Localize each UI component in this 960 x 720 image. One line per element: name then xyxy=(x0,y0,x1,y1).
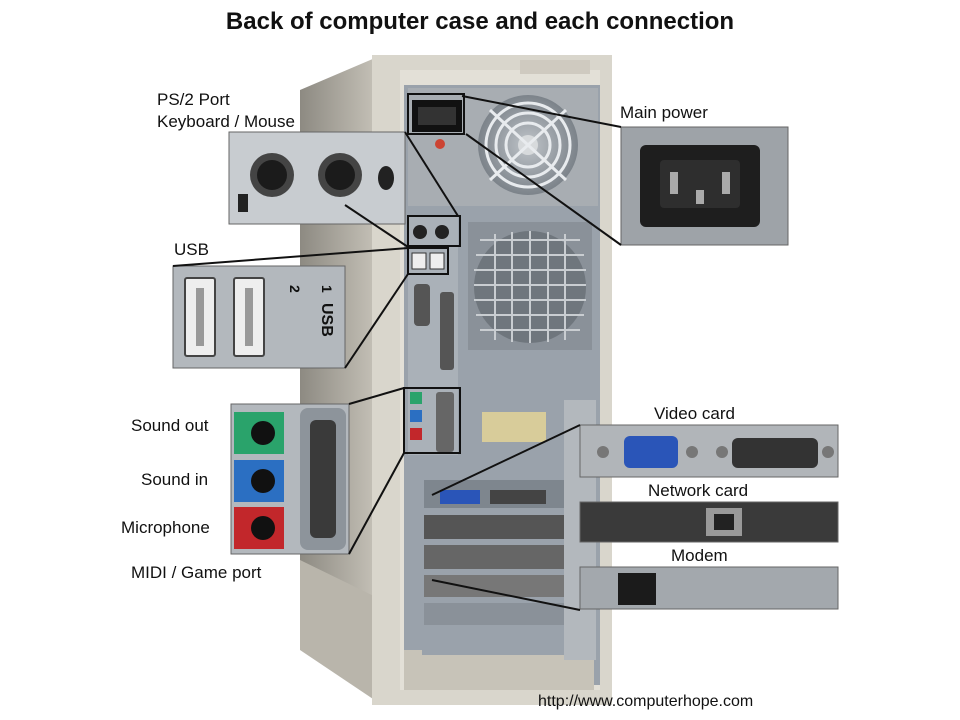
diagram-title: Back of computer case and each connectio… xyxy=(225,8,735,35)
midi-game-label: MIDI / Game port xyxy=(131,563,262,582)
main-power-inset xyxy=(620,126,789,246)
usb-panel-port2: 2 xyxy=(287,285,303,293)
usb-inset: USB 1 2 xyxy=(172,265,346,369)
ps2-label-line2: Keyboard / Mouse xyxy=(157,112,295,131)
modem-inset xyxy=(579,566,839,610)
network-card-label: Network card xyxy=(648,481,749,500)
source-url: http://www.computerhope.com xyxy=(538,693,754,710)
sound-in-label: Sound in xyxy=(141,470,209,489)
dvi-port xyxy=(732,438,818,468)
highlight-boxes xyxy=(403,93,465,454)
ps2-label-line1: PS/2 Port xyxy=(157,90,230,109)
vga-port xyxy=(624,436,678,468)
microphone-label: Microphone xyxy=(121,518,210,537)
ps2-inset xyxy=(228,131,406,225)
video-card-inset xyxy=(579,424,839,478)
modem-port xyxy=(618,573,656,605)
main-power-label: Main power xyxy=(620,103,708,122)
usb-label: USB xyxy=(174,240,209,259)
video-card-label: Video card xyxy=(654,404,735,423)
network-card-inset xyxy=(579,501,839,543)
sound-out-label: Sound out xyxy=(131,416,209,435)
io-panel xyxy=(408,215,458,455)
callout-lines xyxy=(172,95,622,611)
case-fan xyxy=(468,222,592,350)
modem-label: Modem xyxy=(671,546,728,565)
sound-inset xyxy=(230,403,350,555)
mouse-icon xyxy=(378,166,394,190)
case-sticker xyxy=(482,412,546,442)
power-supply xyxy=(408,88,598,206)
usb-panel-port1: 1 xyxy=(319,285,335,293)
usb-panel-text: USB xyxy=(318,303,335,337)
